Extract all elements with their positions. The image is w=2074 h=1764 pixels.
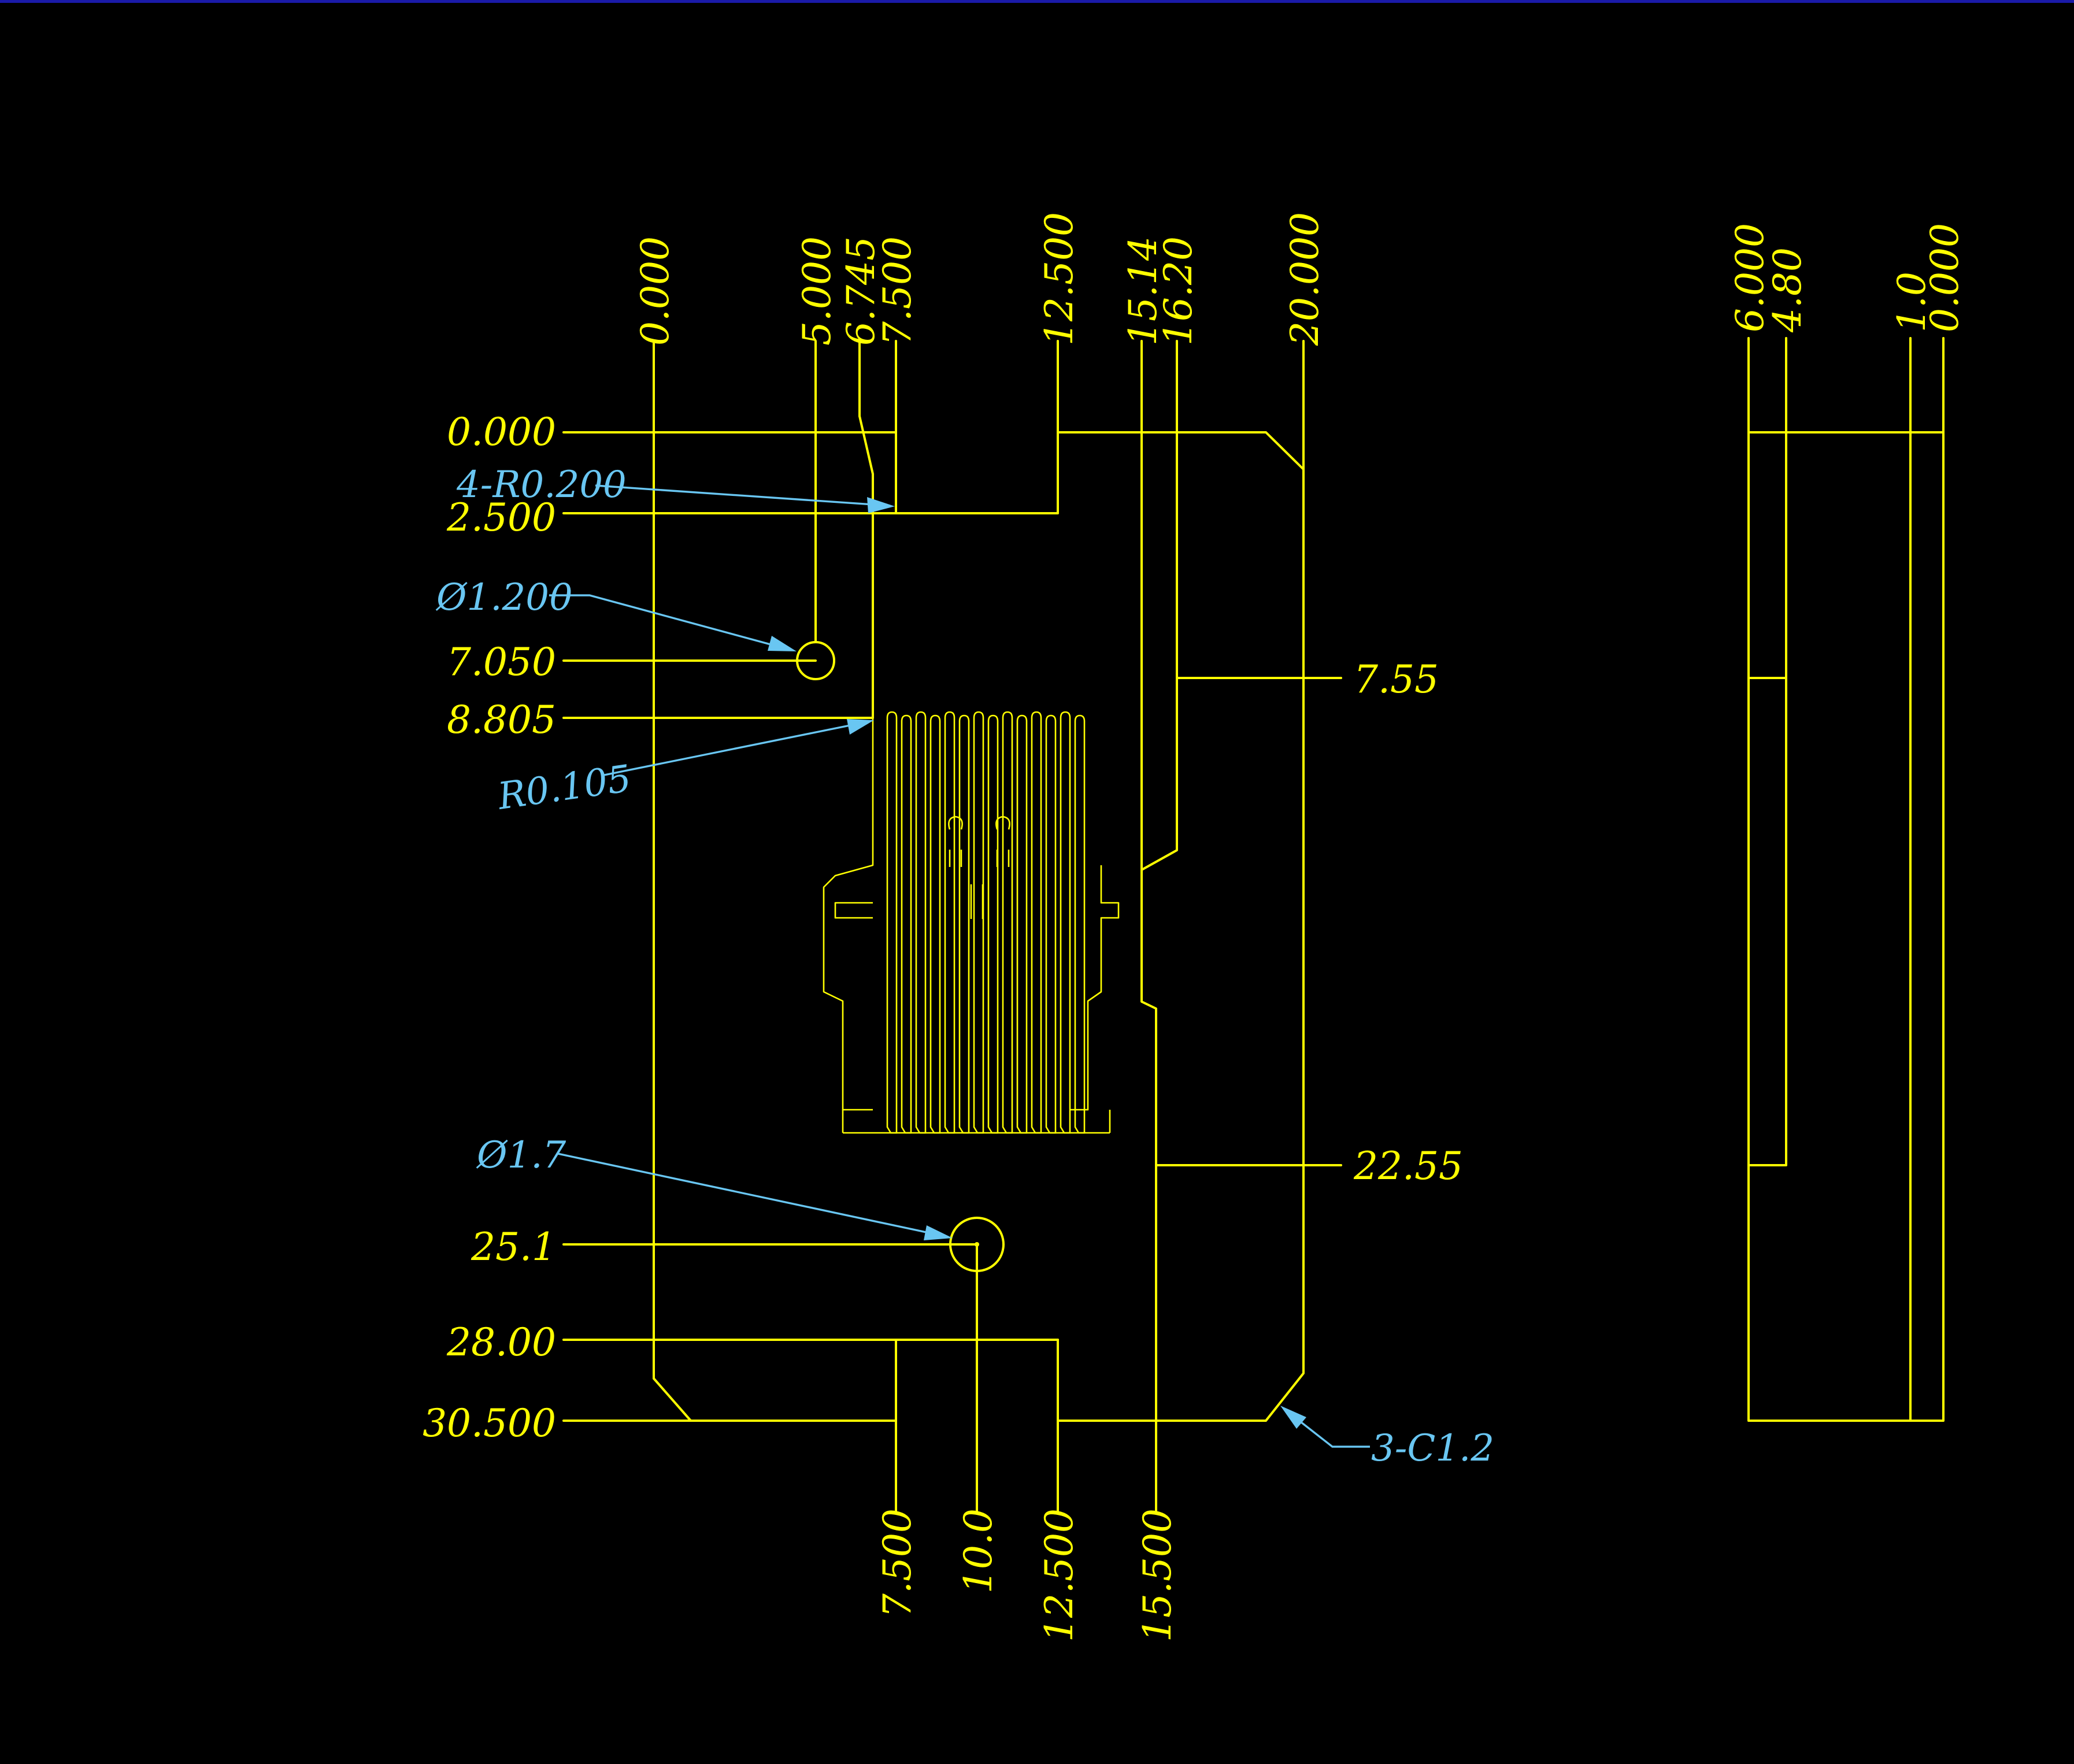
dim-top-label: 7.500 bbox=[875, 236, 920, 346]
labels-side: 6.000 4.80 1.0 0.000 bbox=[1728, 223, 1967, 333]
pin-trace bbox=[1074, 714, 1086, 1134]
pin-trace bbox=[1016, 714, 1028, 1134]
window-top-bar bbox=[0, 0, 2074, 3]
dim-left-label: 2.500 bbox=[446, 495, 556, 540]
labels-callouts: 4-R0.200 Ø1.200 R0.105 Ø1.7 3-C1.2 bbox=[435, 464, 1494, 1470]
profile-inner-edge bbox=[1140, 431, 1178, 1422]
dim-top-label: 5.000 bbox=[795, 236, 839, 346]
pin-trace bbox=[1045, 714, 1057, 1134]
labels-right: 7.55 22.55 bbox=[1353, 657, 1463, 1188]
labels-bottom: 7.500 10.0 12.500 15.500 bbox=[875, 1509, 1180, 1642]
pin-hooks bbox=[948, 816, 1010, 919]
outer-profile bbox=[653, 431, 1305, 1422]
slot-edge bbox=[858, 415, 874, 718]
callout-hole-large: Ø1.7 bbox=[476, 1134, 566, 1177]
dim-left-label: 30.500 bbox=[423, 1401, 556, 1446]
labels-left: 0.000 2.500 7.050 8.805 25.1 28.00 30.50… bbox=[423, 410, 556, 1446]
dim-left-label: 28.00 bbox=[446, 1320, 556, 1365]
dim-top-label: 20.000 bbox=[1283, 212, 1327, 346]
dim-top-label: 6.745 bbox=[839, 236, 883, 346]
arrow-d1200 bbox=[768, 636, 797, 651]
pin-trace bbox=[901, 714, 912, 1134]
dimension-lines bbox=[562, 340, 1342, 1513]
dim-left-label: 0.000 bbox=[447, 410, 556, 454]
dim-bottom-label: 10.0 bbox=[956, 1509, 1001, 1593]
callout-corner-radius: 4-R0.200 bbox=[456, 464, 627, 506]
dim-top-label: 15.14 bbox=[1121, 236, 1165, 346]
dim-right-label: 7.55 bbox=[1354, 657, 1439, 702]
pin-base bbox=[842, 1110, 1111, 1134]
dim-left-label: 25.1 bbox=[471, 1225, 556, 1269]
pin-trace bbox=[1031, 711, 1042, 1134]
arrow-r0105 bbox=[847, 719, 874, 735]
part-outline bbox=[653, 415, 1305, 1422]
pin-trace bbox=[973, 711, 984, 1134]
callout-hole-small: Ø1.200 bbox=[435, 576, 573, 619]
labels-top: 0.000 5.000 6.745 7.500 12.500 15.14 16.… bbox=[633, 212, 1327, 346]
pin-trace bbox=[1002, 711, 1013, 1134]
pin-trace bbox=[944, 711, 955, 1134]
dim-side-label: 0.000 bbox=[1923, 223, 1967, 332]
arrow-c12 bbox=[1280, 1406, 1306, 1429]
arrow-d17 bbox=[924, 1225, 953, 1240]
dim-bottom-label: 7.500 bbox=[875, 1509, 920, 1618]
pin-trace bbox=[915, 711, 927, 1134]
pin-trace bbox=[958, 714, 970, 1134]
pin-array bbox=[842, 711, 1111, 1134]
dim-bottom-label: 15.500 bbox=[1135, 1509, 1180, 1642]
pin-connector bbox=[823, 711, 1120, 1134]
dim-right-label: 22.55 bbox=[1353, 1144, 1463, 1188]
callout-chamfer: 3-C1.2 bbox=[1371, 1427, 1494, 1470]
arrow-r0200 bbox=[867, 497, 895, 513]
leader-d1200 bbox=[549, 594, 792, 651]
dim-bottom-label: 12.500 bbox=[1037, 1509, 1082, 1642]
holes bbox=[796, 641, 1005, 1272]
pin-trace bbox=[929, 714, 941, 1134]
pin-trace bbox=[987, 714, 999, 1134]
callout-leaders bbox=[549, 484, 1370, 1448]
leader-r0200 bbox=[595, 484, 891, 507]
side-pocket bbox=[1747, 677, 1787, 1166]
leader-r0105 bbox=[601, 720, 871, 777]
dim-left-label: 7.050 bbox=[447, 640, 556, 684]
callout-pin-radius: R0.105 bbox=[495, 757, 634, 818]
dim-top-label: 16.20 bbox=[1156, 236, 1201, 346]
dim-top-label: 12.500 bbox=[1037, 212, 1082, 346]
leader-d17 bbox=[557, 1152, 949, 1238]
side-outline bbox=[1747, 431, 1945, 1422]
side-view bbox=[1747, 337, 1945, 1422]
dim-left-label: 8.805 bbox=[447, 698, 556, 742]
pin-trace bbox=[1060, 711, 1071, 1134]
pin-trace bbox=[886, 711, 898, 1134]
connector-housing bbox=[823, 718, 1120, 1111]
dim-side-label: 6.000 bbox=[1728, 223, 1772, 332]
dim-top-label: 0.000 bbox=[633, 236, 677, 346]
dim-side-label: 4.80 bbox=[1765, 247, 1810, 333]
dim-side-label: 1.0 bbox=[1890, 272, 1934, 332]
